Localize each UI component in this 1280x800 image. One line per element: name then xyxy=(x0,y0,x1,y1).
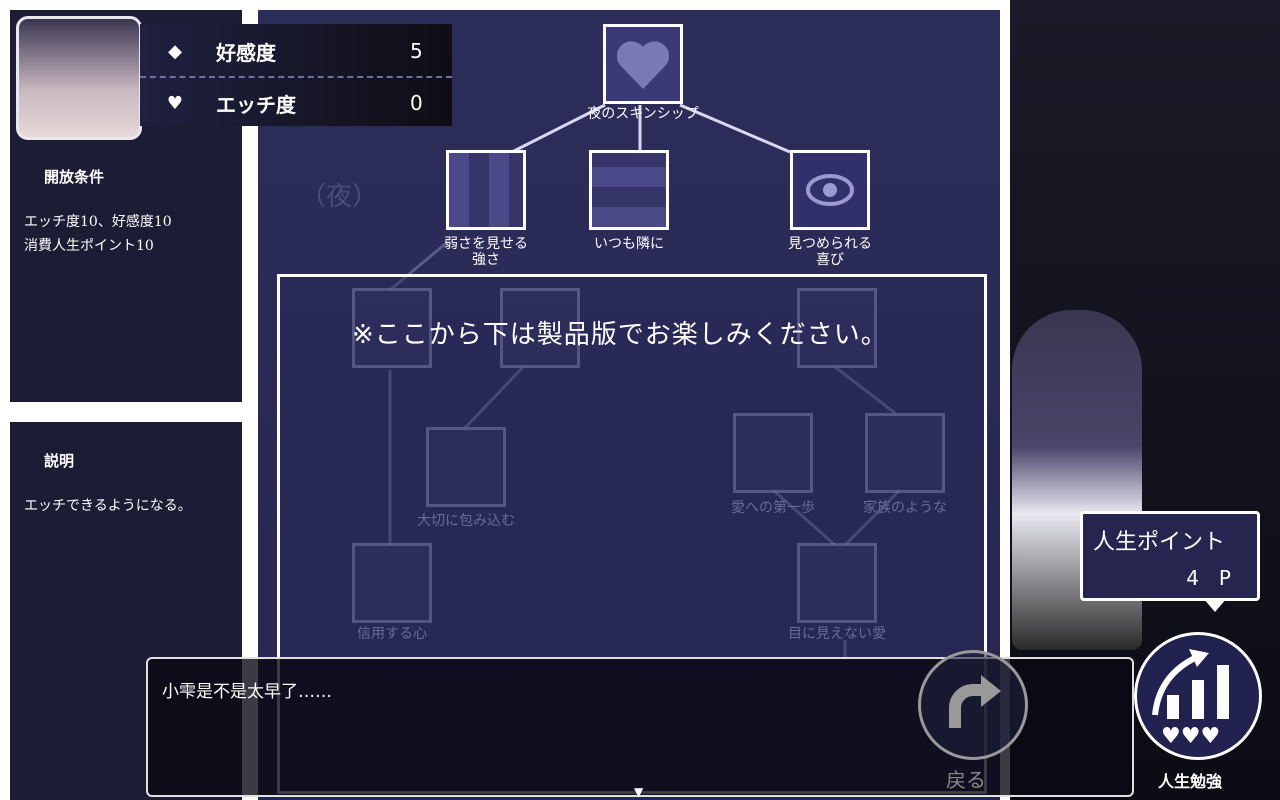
time-label: （夜） xyxy=(300,182,379,212)
description-text: エッチできるようになる。 xyxy=(24,498,192,514)
stat-value: 0 xyxy=(410,91,423,115)
stat-label: エッチ度 xyxy=(216,92,296,117)
life-points-value: 4 P xyxy=(1186,566,1231,590)
description-title: 説明 xyxy=(44,452,75,470)
stat-label: 好感度 xyxy=(216,40,276,65)
node-label: 弱さを見せる 強さ xyxy=(444,236,528,268)
life-study-button[interactable]: ♥♥♥ xyxy=(1134,632,1262,760)
dialog-text: 小雫是不是太早了…… xyxy=(162,682,332,702)
heart-icon xyxy=(616,41,670,89)
heart-icon: ♥ xyxy=(166,92,184,114)
locked-node xyxy=(865,413,945,493)
back-label: 戻る xyxy=(946,768,986,792)
node-label: 夜のスキンシップ xyxy=(587,106,699,122)
locked-node xyxy=(352,543,432,623)
curved-arrow-icon xyxy=(949,675,1001,728)
node-label: 大切に包み込む xyxy=(417,513,515,529)
locked-node xyxy=(797,543,877,623)
life-points-bubble: 人生ポイント 4 P xyxy=(1080,511,1260,601)
node-label: 信用する心 xyxy=(357,626,427,642)
triangle-down-icon: ▼ xyxy=(634,785,644,799)
life-points-title: 人生ポイント xyxy=(1093,530,1226,555)
locked-node xyxy=(733,413,813,493)
skill-node-eye[interactable] xyxy=(790,150,870,230)
life-study-label: 人生勉強 xyxy=(1158,772,1223,791)
node-label: いつも隣に xyxy=(594,236,664,252)
stats-panel: ◆ 好感度 5 ♥ エッチ度 0 xyxy=(140,24,452,126)
condition-line: エッチ度10、好感度10 xyxy=(24,214,172,230)
node-label: 家族のような xyxy=(863,500,947,516)
node-label: 見つめられる 喜び xyxy=(788,236,872,268)
eye-icon xyxy=(806,174,854,206)
growth-chart-icon: ♥♥♥ xyxy=(1152,649,1229,749)
skill-node-night-skinship[interactable] xyxy=(603,24,683,104)
skill-node-mosaic[interactable] xyxy=(446,150,526,230)
locked-message: ※ここから下は製品版でお楽しみください。 xyxy=(352,320,888,350)
node-label: 愛への第一歩 xyxy=(731,500,815,516)
back-button[interactable] xyxy=(918,650,1028,760)
stat-value: 5 xyxy=(410,39,423,63)
skill-node-mosaic[interactable] xyxy=(589,150,669,230)
diamond-icon: ◆ xyxy=(168,40,182,62)
locked-node xyxy=(500,288,580,368)
locked-node xyxy=(426,427,506,507)
locked-node xyxy=(797,288,877,368)
divider xyxy=(140,76,452,78)
svg-text:♥♥♥: ♥♥♥ xyxy=(1161,724,1220,749)
tree-connectors xyxy=(388,103,902,660)
stat-affection: ◆ 好感度 5 xyxy=(140,26,452,76)
conditions-title: 開放条件 xyxy=(44,168,105,186)
locked-node xyxy=(352,288,432,368)
bubble-tail xyxy=(1203,598,1227,612)
condition-line: 消費人生ポイント10 xyxy=(24,238,154,254)
stat-lewd: ♥ エッチ度 0 xyxy=(140,78,452,128)
node-label: 目に見えない愛 xyxy=(788,626,886,642)
